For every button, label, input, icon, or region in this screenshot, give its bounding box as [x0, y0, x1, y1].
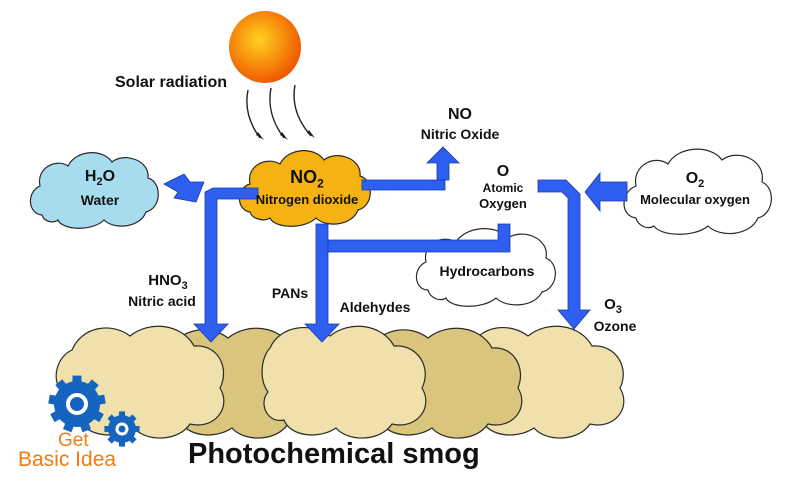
gear-body	[108, 415, 136, 443]
o2-formula: O2	[680, 170, 710, 190]
gear-body	[54, 381, 100, 427]
no2-label: Nitrogen dioxide	[255, 192, 359, 207]
water-cloud	[29, 152, 159, 229]
water-label: Water	[80, 192, 120, 208]
solar-rays	[246, 84, 312, 139]
no2-to-hno3-arrow	[193, 187, 259, 343]
solar-ray-3	[293, 84, 312, 137]
logo-small-gear-hub-icon	[115, 422, 129, 436]
hno3-formula-sub: 3	[181, 280, 188, 292]
no2-formula: NO2	[262, 167, 352, 191]
o2-formula-main: O	[685, 170, 699, 187]
ozone-formula-main: O	[604, 296, 616, 313]
ozone-formula-sub: 3	[615, 304, 622, 316]
logo-text-line1: Get	[58, 430, 89, 451]
water-formula: H2O	[60, 168, 140, 188]
hno3-formula: HNO3	[138, 272, 198, 292]
logo-gears	[48, 375, 140, 447]
atomic-oxygen-formula: O	[496, 163, 510, 180]
solar-radiation-label: Solar radiation	[115, 74, 228, 91]
water-formula-h: H	[84, 168, 97, 185]
smog-band	[55, 325, 625, 439]
o2-to-atomic-oxygen-arrow	[584, 171, 628, 213]
ozone-label: Ozone	[593, 318, 637, 334]
atomic-oxygen-to-ozone-arrow	[537, 179, 591, 330]
smog-puff-3	[261, 325, 427, 439]
diagram-title: Photochemical smog	[188, 438, 480, 470]
no2-cloud	[238, 150, 371, 227]
ozone-formula: O3	[598, 296, 628, 316]
logo-large-gear-hub-icon	[66, 393, 88, 415]
o2-formula-sub: 2	[698, 178, 705, 191]
no2-formula-main: NO	[290, 167, 318, 187]
logo-large-gear-icon	[48, 375, 106, 433]
no2-formula-sub: 2	[317, 176, 324, 191]
water-to-no2-arrow	[163, 173, 205, 203]
solar-ray-1	[246, 89, 261, 139]
water-formula-sub: 2	[96, 176, 103, 189]
o2-cloud	[623, 148, 772, 235]
solar-ray-arrowheads	[256, 130, 315, 140]
atomic-oxygen-label-line1: Atomic	[482, 181, 524, 195]
hydrocarbons-to-pans-channel	[327, 223, 511, 253]
hno3-formula-main: HNO	[148, 272, 182, 289]
logo-small-gear-icon	[104, 411, 140, 447]
aldehydes-label: Aldehydes	[339, 299, 411, 315]
solar-ray-2	[269, 87, 285, 139]
solar-ray-arrowhead-2	[280, 132, 288, 140]
o2-label: Molecular oxygen	[640, 192, 750, 207]
no2-to-atomic-oxygen-channel	[361, 179, 446, 191]
solar-ray-arrowhead-3	[307, 130, 315, 138]
water-formula-o: O	[102, 168, 116, 185]
no-formula: NO	[448, 106, 472, 123]
logo-text-line2: Basic Idea	[18, 448, 117, 471]
hydrocarbons-label: Hydrocarbons	[439, 263, 535, 279]
no-label: Nitric Oxide	[420, 126, 500, 142]
no2-to-no-arrow	[426, 146, 460, 181]
reaction-arrows	[163, 146, 628, 343]
sun	[229, 11, 301, 83]
pans-label: PANs	[271, 285, 309, 301]
hno3-label: Nitric acid	[128, 293, 196, 309]
atomic-oxygen-label-line2: Oxygen	[479, 196, 527, 211]
solar-ray-arrowhead-1	[256, 132, 264, 140]
